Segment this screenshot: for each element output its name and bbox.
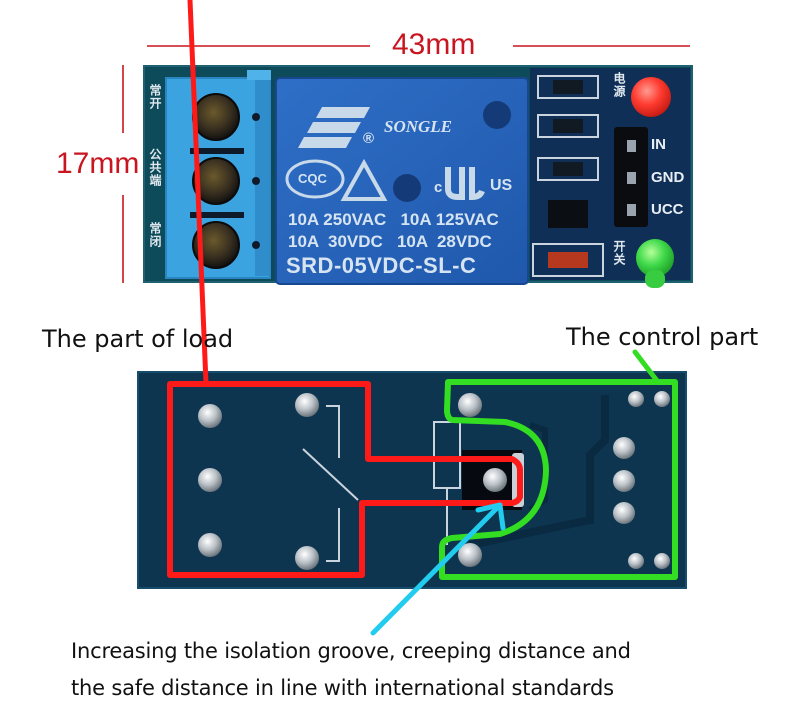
registered-mark: ®	[363, 130, 375, 147]
switch-led-icon	[636, 239, 674, 277]
switch-led-label: 开关	[612, 240, 626, 266]
power-led-label: 电源	[612, 72, 626, 98]
load-part-callout: The part of load	[42, 325, 234, 353]
load-outline	[167, 381, 523, 578]
dimension-lines	[122, 45, 690, 283]
songle-relay	[275, 77, 529, 285]
pin-label-gnd: GND	[651, 169, 685, 186]
relay-brand: SONGLE	[384, 117, 453, 136]
control-part-callout: The control part	[566, 323, 759, 351]
width-dimension-label: 43mm	[392, 28, 476, 61]
caption-line-2: the safe distance in line with internati…	[71, 676, 614, 700]
terminal-label-com: 公共端	[148, 148, 162, 187]
relay-rating-dc: 10A 30VDC 10A 28VDC	[288, 232, 492, 251]
cqc-label: CQC	[298, 171, 327, 186]
ul-c-label: c	[434, 179, 443, 196]
triangle-cert-icon	[340, 158, 388, 201]
pin-header	[614, 127, 648, 227]
cqc-mark-icon	[285, 159, 345, 199]
relay-rating-ac: 10A 250VAC 10A 125VAC	[288, 210, 499, 229]
isolation-groove-arrow	[370, 502, 506, 636]
control-outline	[439, 379, 678, 580]
top-relay-module	[143, 65, 693, 288]
power-led-icon	[631, 77, 671, 117]
pin-label-in: IN	[651, 136, 666, 153]
ul-us-label: US	[490, 177, 513, 194]
caption-line-1: Increasing the isolation groove, creepin…	[71, 639, 631, 663]
screw-terminal-block	[165, 70, 271, 279]
relay-model: SRD-05VDC-SL-C	[286, 253, 477, 278]
terminal-label-nc: 常闭	[148, 222, 162, 248]
bottom-pcb	[137, 0, 687, 589]
solder-pads	[198, 391, 670, 570]
ul-mark-icon	[445, 167, 485, 201]
pin-label-ucc: UCC	[651, 201, 684, 218]
songle-logo-icon	[298, 107, 370, 148]
height-dimension-label: 17mm	[56, 147, 140, 180]
terminal-label-no: 常开	[148, 84, 162, 110]
smd-resistors	[532, 75, 604, 277]
